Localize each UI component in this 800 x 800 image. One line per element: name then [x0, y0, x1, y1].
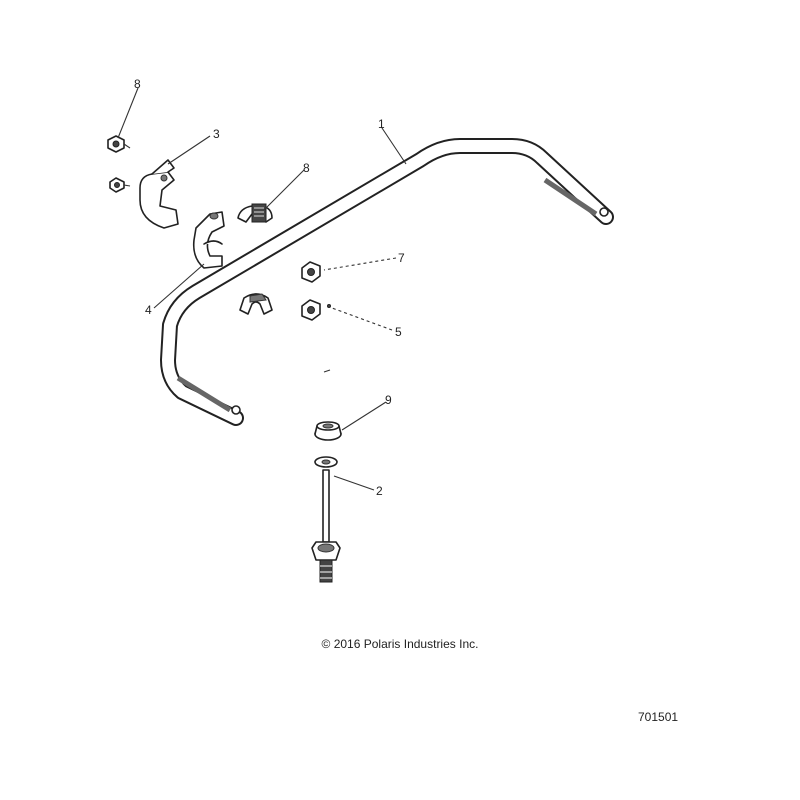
callout-3: 3	[213, 127, 220, 141]
callout-8a: 8	[134, 77, 141, 91]
split-bushing-upper	[237, 203, 273, 223]
leader-9	[341, 401, 387, 431]
callout-2: 2	[376, 484, 383, 498]
callout-4: 4	[145, 303, 152, 317]
stabilizer-bar	[160, 138, 614, 426]
end-link	[311, 456, 341, 583]
nut-bracket	[109, 177, 131, 193]
bushing-clamp	[192, 211, 225, 269]
leader-8a	[117, 87, 139, 139]
copyright-notice: © 2016 Polaris Industries Inc.	[321, 637, 479, 651]
callout-7: 7	[398, 251, 405, 265]
leader-unused	[323, 369, 331, 373]
leader-3	[167, 135, 211, 165]
callout-5: 5	[395, 325, 402, 339]
leader-8b	[263, 169, 305, 211]
mounting-bracket	[139, 159, 179, 229]
leader-4	[153, 263, 205, 309]
leader-2	[333, 475, 375, 491]
lock-nut	[301, 261, 321, 283]
upper-bushing	[314, 421, 342, 441]
split-bushing-lower	[239, 293, 273, 315]
callout-1: 1	[378, 117, 385, 131]
leader-1	[381, 127, 407, 165]
callout-8b: 8	[303, 161, 310, 175]
nut-small	[107, 135, 131, 153]
leader-5	[331, 307, 393, 331]
leader-7	[323, 257, 397, 271]
flange-nut	[301, 299, 331, 321]
callout-9: 9	[385, 393, 392, 407]
diagram-id: 701501	[638, 710, 679, 724]
